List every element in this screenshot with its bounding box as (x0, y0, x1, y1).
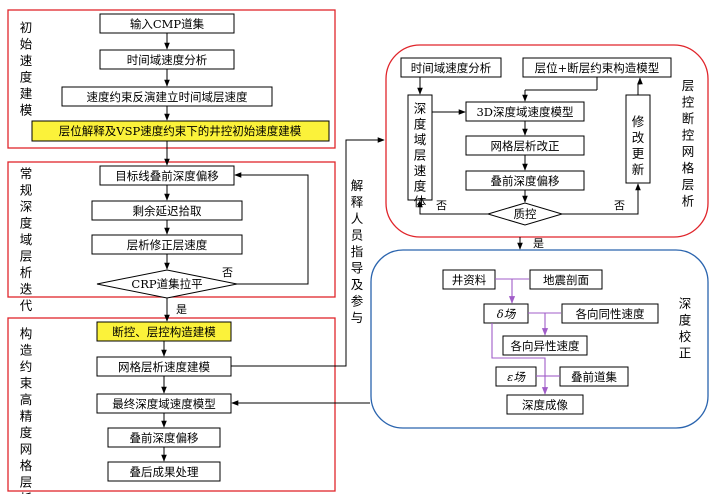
svg-text:断控、层控构造建模: 断控、层控构造建模 (112, 325, 216, 339)
section-initial-frame (7, 9, 336, 149)
svg-text:层析修正层速度: 层析修正层速度 (127, 238, 208, 252)
svg-text:叠前道集: 叠前道集 (571, 370, 617, 384)
svg-text:各向同性速度: 各向同性速度 (576, 307, 645, 321)
box-well-control-initial-model: 层位解释及VSP速度约束下的井控初始速度建模 (31, 120, 330, 142)
svg-text:速度约束反演建立时间域层速度: 速度约束反演建立时间域层速度 (87, 90, 248, 104)
rt-box-grid-tomo-correct: 网格层析改正 (465, 135, 585, 156)
box-tomo-update-layer-velocity: 层析修正层速度 (91, 234, 243, 255)
rt-vbox-modify-update: 修改更新 (625, 94, 651, 184)
svg-text:层位+断层约束构造模型: 层位+断层约束构造模型 (535, 61, 660, 75)
box-grid-tomo-velocity-model: 网格层析速度建模 (96, 356, 232, 377)
box-final-depth-velocity-model: 最终深度域速度模型 (96, 393, 232, 414)
rt-diamond-qc: 质控 (486, 202, 564, 226)
label-initial: 初始速度建模 (20, 20, 33, 118)
label-no-left: 否 (222, 266, 233, 279)
rb-box-delta-field: δ场 (483, 303, 529, 324)
svg-text:深度域层速度体: 深度域层速度体 (414, 101, 427, 209)
rt-box-3d-depth-velocity: 3D深度域速度模型 (465, 101, 585, 122)
label-yes-rt: 是 (533, 237, 544, 250)
svg-text:最终深度域速度模型: 最终深度域速度模型 (112, 397, 216, 411)
label-conventional: 常规深度域层析迭代 (20, 166, 33, 313)
left-arrows (161, 33, 523, 462)
rb-box-prestack-gathers: 叠前道集 (559, 366, 629, 387)
rb-box-anisotropic-velocity: 各向异性速度 (502, 335, 588, 356)
rt-box-psdm: 叠前深度偏移 (465, 170, 585, 191)
label-layer-grid: 层控断控网格层析 (682, 78, 695, 209)
svg-text:剩余延迟拾取: 剩余延迟拾取 (133, 204, 202, 218)
svg-text:ε场: ε场 (507, 370, 526, 384)
rb-purple-arrows (491, 278, 561, 395)
svg-text:层位解释及VSP速度约束下的井控初始速度建模: 层位解释及VSP速度约束下的井控初始速度建模 (59, 124, 302, 138)
box-input-cmp: 输入CMP道集 (99, 13, 235, 34)
svg-text:δ场: δ场 (497, 307, 517, 321)
rb-box-seismic-section: 地震剖面 (529, 269, 603, 290)
rb-box-isotropic-velocity: 各向同性速度 (561, 303, 659, 324)
section-depth-calib-frame (370, 249, 709, 429)
rt-arrows (417, 77, 643, 215)
box-target-line-psdm: 目标线叠前深度偏移 (99, 165, 235, 186)
svg-text:叠前深度偏移: 叠前深度偏移 (130, 431, 199, 445)
section-layer-grid-frame (385, 44, 709, 238)
svg-text:时间域速度分析: 时间域速度分析 (411, 61, 492, 75)
rt-box-layer-fault-model: 层位+断层约束构造模型 (522, 57, 672, 78)
box-time-velocity-analysis: 时间域速度分析 (99, 49, 235, 70)
svg-text:输入CMP道集: 输入CMP道集 (130, 17, 205, 31)
svg-text:井资料: 井资料 (452, 273, 487, 287)
svg-text:网格层析改正: 网格层析改正 (491, 139, 560, 153)
svg-text:3D深度域速度模型: 3D深度域速度模型 (476, 105, 573, 119)
box-residual-moveout-pick: 剩余延迟拾取 (91, 200, 243, 221)
label-constrained: 构造约束高精度网格层析 (20, 326, 33, 494)
section-constrained-frame (7, 317, 336, 492)
rt-vbox-depth-interval-velocity: 深度域层速度体 (407, 94, 433, 209)
rt-box-time-velocity: 时间域速度分析 (400, 57, 502, 78)
svg-text:深度成像: 深度成像 (522, 398, 568, 412)
box-psdm: 叠前深度偏移 (107, 427, 221, 448)
svg-text:目标线叠前深度偏移: 目标线叠前深度偏移 (115, 169, 219, 183)
diamond-crp-flatten: CRP道集拉平 (96, 269, 238, 299)
rb-box-well-data: 井资料 (442, 269, 496, 290)
svg-text:CRP道集拉平: CRP道集拉平 (131, 277, 202, 291)
svg-text:地震剖面: 地震剖面 (543, 273, 589, 287)
svg-text:叠前深度偏移: 叠前深度偏移 (491, 174, 560, 188)
svg-text:质控: 质控 (514, 207, 537, 221)
label-no-rt-left: 否 (436, 199, 447, 212)
rb-box-depth-imaging: 深度成像 (506, 394, 584, 415)
box-fault-layer-structure-model: 断控、层控构造建模 (96, 321, 232, 342)
rb-box-epsilon-field: ε场 (495, 366, 537, 387)
label-depth-calib: 深度校正 (679, 296, 692, 361)
svg-text:网格层析速度建模: 网格层析速度建模 (118, 360, 210, 374)
svg-text:时间域速度分析: 时间域速度分析 (127, 53, 208, 67)
label-yes-left: 是 (176, 303, 187, 316)
svg-text:修改更新: 修改更新 (632, 114, 645, 177)
box-post-stack-processing: 叠后成果处理 (107, 461, 221, 482)
box-time-interval-velocity: 速度约束反演建立时间域层速度 (61, 86, 273, 107)
svg-text:叠后成果处理: 叠后成果处理 (130, 465, 199, 479)
svg-text:各向异性速度: 各向异性速度 (511, 339, 580, 353)
label-no-rt-right: 否 (614, 199, 625, 212)
label-interpreter: 解释人员指导及参与 (351, 178, 364, 325)
